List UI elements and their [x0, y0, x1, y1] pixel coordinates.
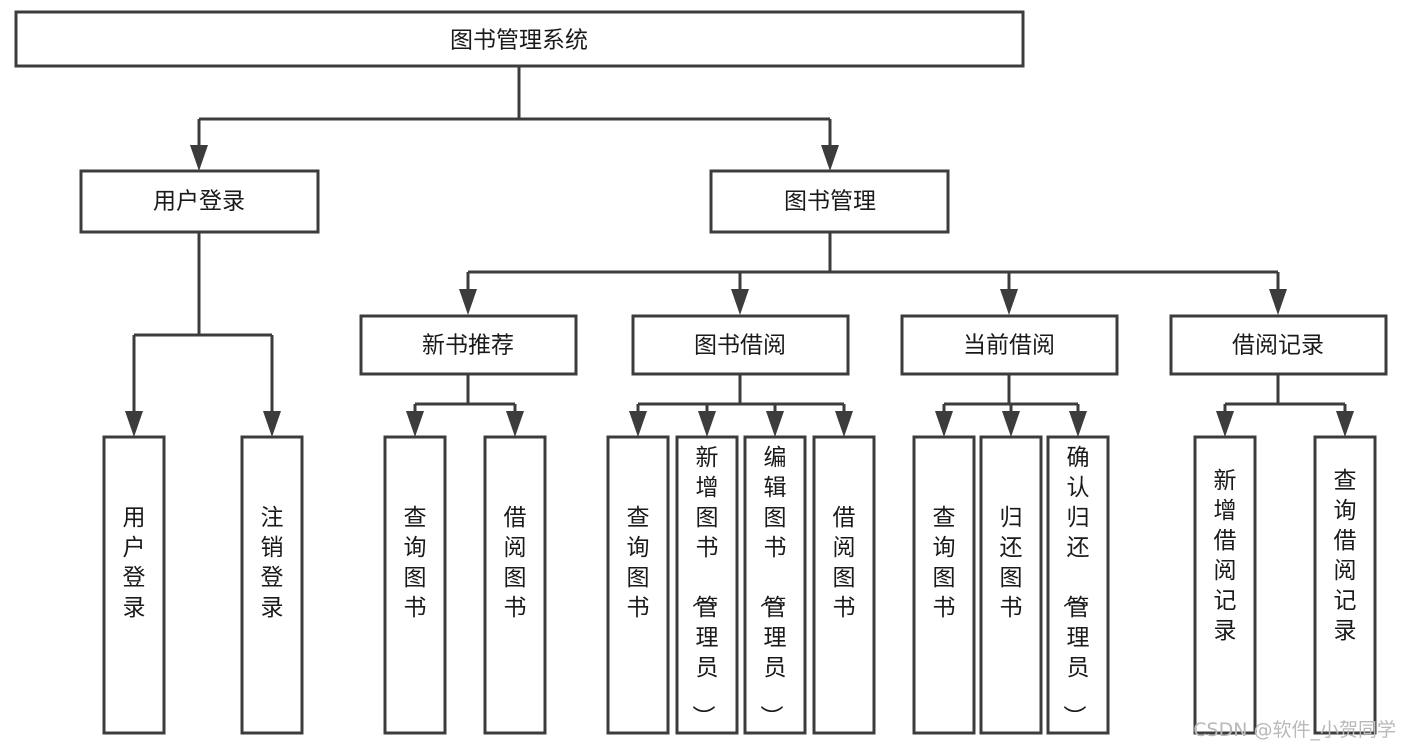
node-leaf-borrow-book[interactable]: 借阅图书: [812, 435, 876, 735]
arrow-to-leaf-user-login: [125, 411, 143, 437]
arrow-root-to-user-login: [190, 145, 208, 171]
node-leaf-query-book-borrow[interactable]: 查询图书: [606, 435, 670, 735]
node-leaf-add-borrow-record-label: 新增借阅记录: [1214, 468, 1237, 644]
arrow-to-leaf-query-borrow-record: [1336, 411, 1354, 437]
node-new-book-recommend[interactable]: 新书推荐: [359, 314, 578, 376]
node-root[interactable]: 图书管理系统: [14, 10, 1025, 68]
node-current-borrow-label: 当前借阅: [963, 333, 1055, 359]
arrow-to-leaf-add-book-admin: [698, 411, 716, 437]
node-leaf-query-book-current-label: 查询图书: [933, 505, 956, 621]
node-leaf-confirm-return-admin-label: 确认归还（管理员）: [1061, 445, 1090, 728]
node-leaf-logout-login-label: 注销登录: [261, 505, 284, 621]
node-book-management[interactable]: 图书管理: [709, 169, 950, 234]
node-leaf-edit-book-admin[interactable]: 编辑图书（管理员）: [743, 435, 807, 735]
node-current-borrow[interactable]: 当前借阅: [900, 314, 1119, 376]
arrow-to-leaf-query-book-current: [935, 411, 953, 437]
arrow-to-leaf-edit-book-admin: [766, 411, 784, 437]
node-leaf-user-login[interactable]: 用户登录: [102, 435, 166, 735]
node-leaf-add-book-admin[interactable]: 新增图书（管理员）: [675, 435, 739, 735]
node-leaf-query-borrow-record-label: 查询借阅记录: [1334, 468, 1357, 644]
node-user-login[interactable]: 用户登录: [79, 169, 320, 234]
arrow-to-leaf-return-book: [1002, 411, 1020, 437]
arrow-to-leaf-borrow-book: [835, 411, 853, 437]
arrow-to-leaf-logout-login: [263, 411, 281, 437]
node-borrow-record-label: 借阅记录: [1232, 333, 1324, 359]
connector-group-current-borrow: [942, 374, 1080, 411]
connector-group-new-book-recommend: [413, 374, 517, 411]
node-new-book-recommend-label: 新书推荐: [422, 333, 514, 359]
node-leaf-query-borrow-record[interactable]: 查询借阅记录: [1313, 435, 1377, 735]
node-leaf-logout-login[interactable]: 注销登录: [240, 435, 304, 735]
node-leaf-borrow-book-rec-label: 借阅图书: [504, 505, 527, 621]
node-leaf-return-book[interactable]: 归还图书: [979, 435, 1043, 735]
arrow-to-leaf-query-book-rec: [406, 411, 424, 437]
node-leaf-user-login-label: 用户登录: [123, 505, 146, 621]
node-leaf-borrow-book-rec[interactable]: 借阅图书: [483, 435, 547, 735]
node-borrow-record[interactable]: 借阅记录: [1169, 314, 1388, 376]
arrow-to-leaf-query-book-borrow: [629, 411, 647, 437]
node-leaf-query-book-borrow-label: 查询图书: [627, 505, 650, 621]
connector-group-borrow-record: [1223, 374, 1347, 411]
arrow-to-borrow-record: [1269, 289, 1287, 315]
node-leaf-query-book-current[interactable]: 查询图书: [912, 435, 976, 735]
connector-group-user-login: [132, 232, 274, 411]
connector-group-book-management: [466, 232, 1280, 289]
arrow-to-current-borrow: [1000, 289, 1018, 315]
node-leaf-edit-book-admin-label: 编辑图书（管理员）: [758, 445, 787, 728]
node-root-label: 图书管理系统: [450, 28, 588, 54]
connector-group-root: [197, 66, 832, 145]
arrow-to-new-book-recommend: [459, 289, 477, 315]
arrow-to-leaf-confirm-return-admin: [1069, 411, 1087, 437]
arrow-to-leaf-borrow-book-rec: [506, 411, 524, 437]
node-leaf-borrow-book-label: 借阅图书: [833, 505, 856, 621]
node-leaf-add-book-admin-label: 新增图书（管理员）: [690, 445, 719, 728]
arrow-to-leaf-add-borrow-record: [1216, 411, 1234, 437]
watermark-text: CSDN @软件_小贺同学: [1193, 719, 1396, 741]
arrow-root-to-book-management: [821, 145, 839, 171]
arrow-to-book-borrow: [731, 289, 749, 315]
node-leaf-add-borrow-record[interactable]: 新增借阅记录: [1193, 435, 1257, 735]
node-leaf-return-book-label: 归还图书: [1000, 505, 1023, 621]
node-user-login-label: 用户登录: [153, 189, 245, 215]
node-book-management-label: 图书管理: [784, 189, 876, 215]
node-book-borrow-label: 图书借阅: [694, 333, 786, 359]
node-leaf-confirm-return-admin[interactable]: 确认归还（管理员）: [1046, 435, 1110, 735]
node-leaf-query-book-rec[interactable]: 查询图书: [383, 435, 447, 735]
node-book-borrow[interactable]: 图书借阅: [631, 314, 850, 376]
node-leaf-query-book-rec-label: 查询图书: [404, 505, 427, 621]
connector-group-book-borrow: [636, 374, 846, 411]
